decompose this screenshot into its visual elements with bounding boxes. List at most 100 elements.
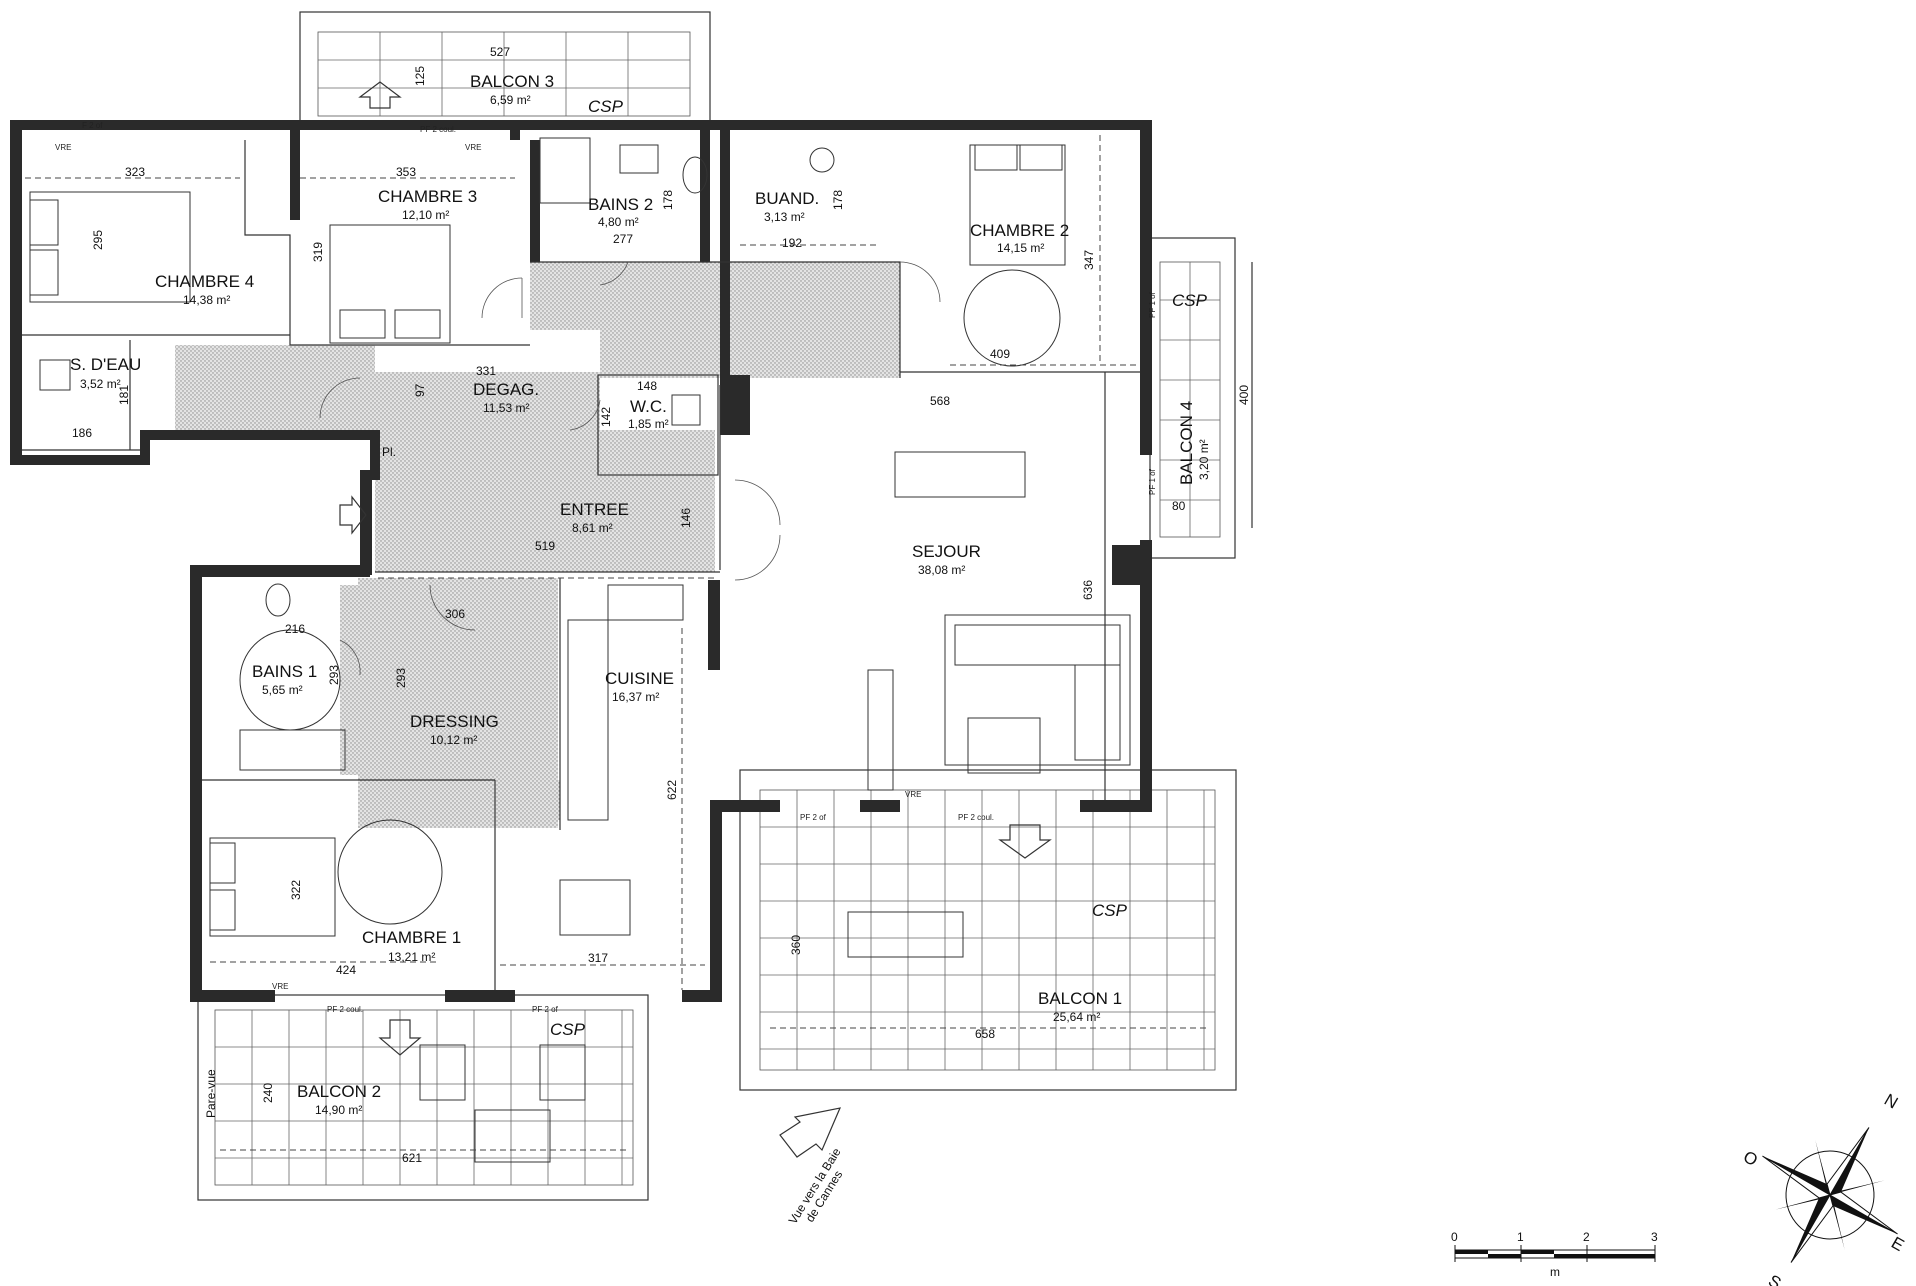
dressing-area: 10,12 m²	[430, 733, 477, 747]
dim-347: 347	[1082, 250, 1096, 270]
pare-vue-label: Pare-vue	[204, 1069, 218, 1118]
dim-317: 317	[588, 951, 608, 965]
dim-360: 360	[789, 935, 803, 955]
degag-area: 11,53 m²	[483, 401, 529, 415]
balcon-4-area	[1149, 237, 1236, 559]
dim-323: 323	[125, 165, 145, 179]
dim-178a: 178	[661, 190, 675, 210]
bains2-name: BAINS 2	[588, 195, 653, 214]
balcon1-area: 25,64 m²	[1053, 1010, 1100, 1024]
dim-181: 181	[117, 385, 131, 405]
vre-label-4: VRE	[272, 982, 288, 991]
vre-label-2: VRE	[465, 143, 481, 152]
dim-636: 636	[1081, 580, 1095, 600]
vre-label-1: VRE	[55, 143, 71, 152]
balcon-2-area	[197, 994, 649, 1201]
balcon4-name: BALCON 4	[1177, 401, 1196, 485]
dim-293a: 293	[327, 665, 341, 685]
entree-name: ENTREE	[560, 500, 629, 519]
view-arrow: Vue vers la Baie de Cannes	[779, 1107, 845, 1227]
wc-name: W.C.	[630, 397, 667, 416]
chambre1-name: CHAMBRE 1	[362, 928, 461, 947]
dim-353: 353	[396, 165, 416, 179]
dim-319: 319	[311, 242, 325, 262]
scale-tick-2: 2	[1583, 1230, 1590, 1244]
dim-148: 148	[637, 379, 657, 393]
f2of-label: F 2 of	[82, 121, 103, 130]
dim-142: 142	[599, 407, 613, 427]
doors	[319, 261, 941, 676]
csp-balcon4: CSP	[1172, 291, 1208, 310]
dimension-labels: 527 125 323 295 353 319 178 277 178 192 …	[72, 45, 1251, 1165]
pf1of-label-1: PF 1 of	[1148, 291, 1157, 318]
dim-240: 240	[261, 1083, 275, 1103]
chambre4-area: 14,38 m²	[183, 293, 230, 307]
dim-295: 295	[91, 230, 105, 250]
csp-balcon1: CSP	[1092, 901, 1128, 920]
furniture	[29, 81, 1131, 1163]
sejour-area: 38,08 m²	[918, 563, 965, 577]
pf1of-label-2: PF 1 of	[1148, 468, 1157, 495]
compass-n: N	[1881, 1090, 1901, 1113]
scale-tick-0: 0	[1451, 1230, 1458, 1244]
dressing-name: DRESSING	[410, 712, 499, 731]
dim-409: 409	[990, 347, 1010, 361]
sejour-name: SEJOUR	[912, 542, 981, 561]
walls	[10, 120, 1152, 1002]
balcon2-area: 14,90 m²	[315, 1103, 362, 1117]
vre-label-3: VRE	[905, 790, 921, 799]
dim-186: 186	[72, 426, 92, 440]
sdeau-name: S. D'EAU	[70, 355, 141, 374]
balcon4-area: 3,20 m²	[1197, 439, 1211, 480]
chambre2-area: 14,15 m²	[997, 241, 1044, 255]
circulation-floor	[175, 262, 900, 828]
dim-293b: 293	[394, 668, 408, 688]
chambre2-name: CHAMBRE 2	[970, 221, 1069, 240]
bains2-area: 4,80 m²	[598, 215, 639, 229]
bains1-area: 5,65 m²	[262, 683, 303, 697]
scale-tick-3: 3	[1651, 1230, 1658, 1244]
dim-519: 519	[535, 539, 555, 553]
room-labels: CHAMBRE 4 14,38 m² CHAMBRE 3 12,10 m² BA…	[70, 72, 1211, 1117]
dim-125: 125	[413, 66, 427, 86]
dim-622: 622	[665, 780, 679, 800]
dim-331: 331	[476, 364, 496, 378]
dim-568: 568	[930, 394, 950, 408]
balcon2-name: BALCON 2	[297, 1082, 381, 1101]
bains1-name: BAINS 1	[252, 662, 317, 681]
dim-192: 192	[782, 236, 802, 250]
pf2coul-label-2: PF 2 coul.	[958, 813, 994, 822]
dim-216: 216	[285, 622, 305, 636]
dim-424: 424	[336, 963, 356, 977]
dim-277: 277	[613, 232, 633, 246]
pf2coul-label-1: PF 2 coul.	[420, 125, 456, 134]
dim-621: 621	[402, 1151, 422, 1165]
chambre4-name: CHAMBRE 4	[155, 272, 254, 291]
dim-658: 658	[975, 1027, 995, 1041]
scale-bar: 0 1 2 3 m	[1451, 1230, 1658, 1279]
csp-balcon3: CSP	[588, 97, 624, 116]
compass-o: O	[1740, 1147, 1761, 1170]
degag-name: DEGAG.	[473, 380, 539, 399]
pf2of-label-2: PF 2 of	[532, 1005, 559, 1014]
csp-balcon2: CSP	[550, 1020, 586, 1039]
cuisine-name: CUISINE	[605, 669, 674, 688]
pf2coul-label-3: PF 2 coul.	[327, 1005, 363, 1014]
dim-527: 527	[490, 45, 510, 59]
balcon1-name: BALCON 1	[1038, 989, 1122, 1008]
balcon3-name: BALCON 3	[470, 72, 554, 91]
buanderie-area: 3,13 m²	[764, 210, 805, 224]
dim-80: 80	[1172, 499, 1186, 513]
pf2of-label-1: PF 2 of	[800, 813, 827, 822]
compass-rose	[1762, 1127, 1898, 1263]
balcon-1-area	[739, 769, 1237, 1091]
entree-area: 8,61 m²	[572, 521, 613, 535]
scale-tick-1: 1	[1517, 1230, 1524, 1244]
compass-s: S	[1765, 1271, 1784, 1286]
chambre3-name: CHAMBRE 3	[378, 187, 477, 206]
cuisine-area: 16,37 m²	[612, 690, 659, 704]
dim-322: 322	[289, 880, 303, 900]
wc-area: 1,85 m²	[628, 417, 669, 431]
placard-label: Pl.	[382, 445, 396, 459]
